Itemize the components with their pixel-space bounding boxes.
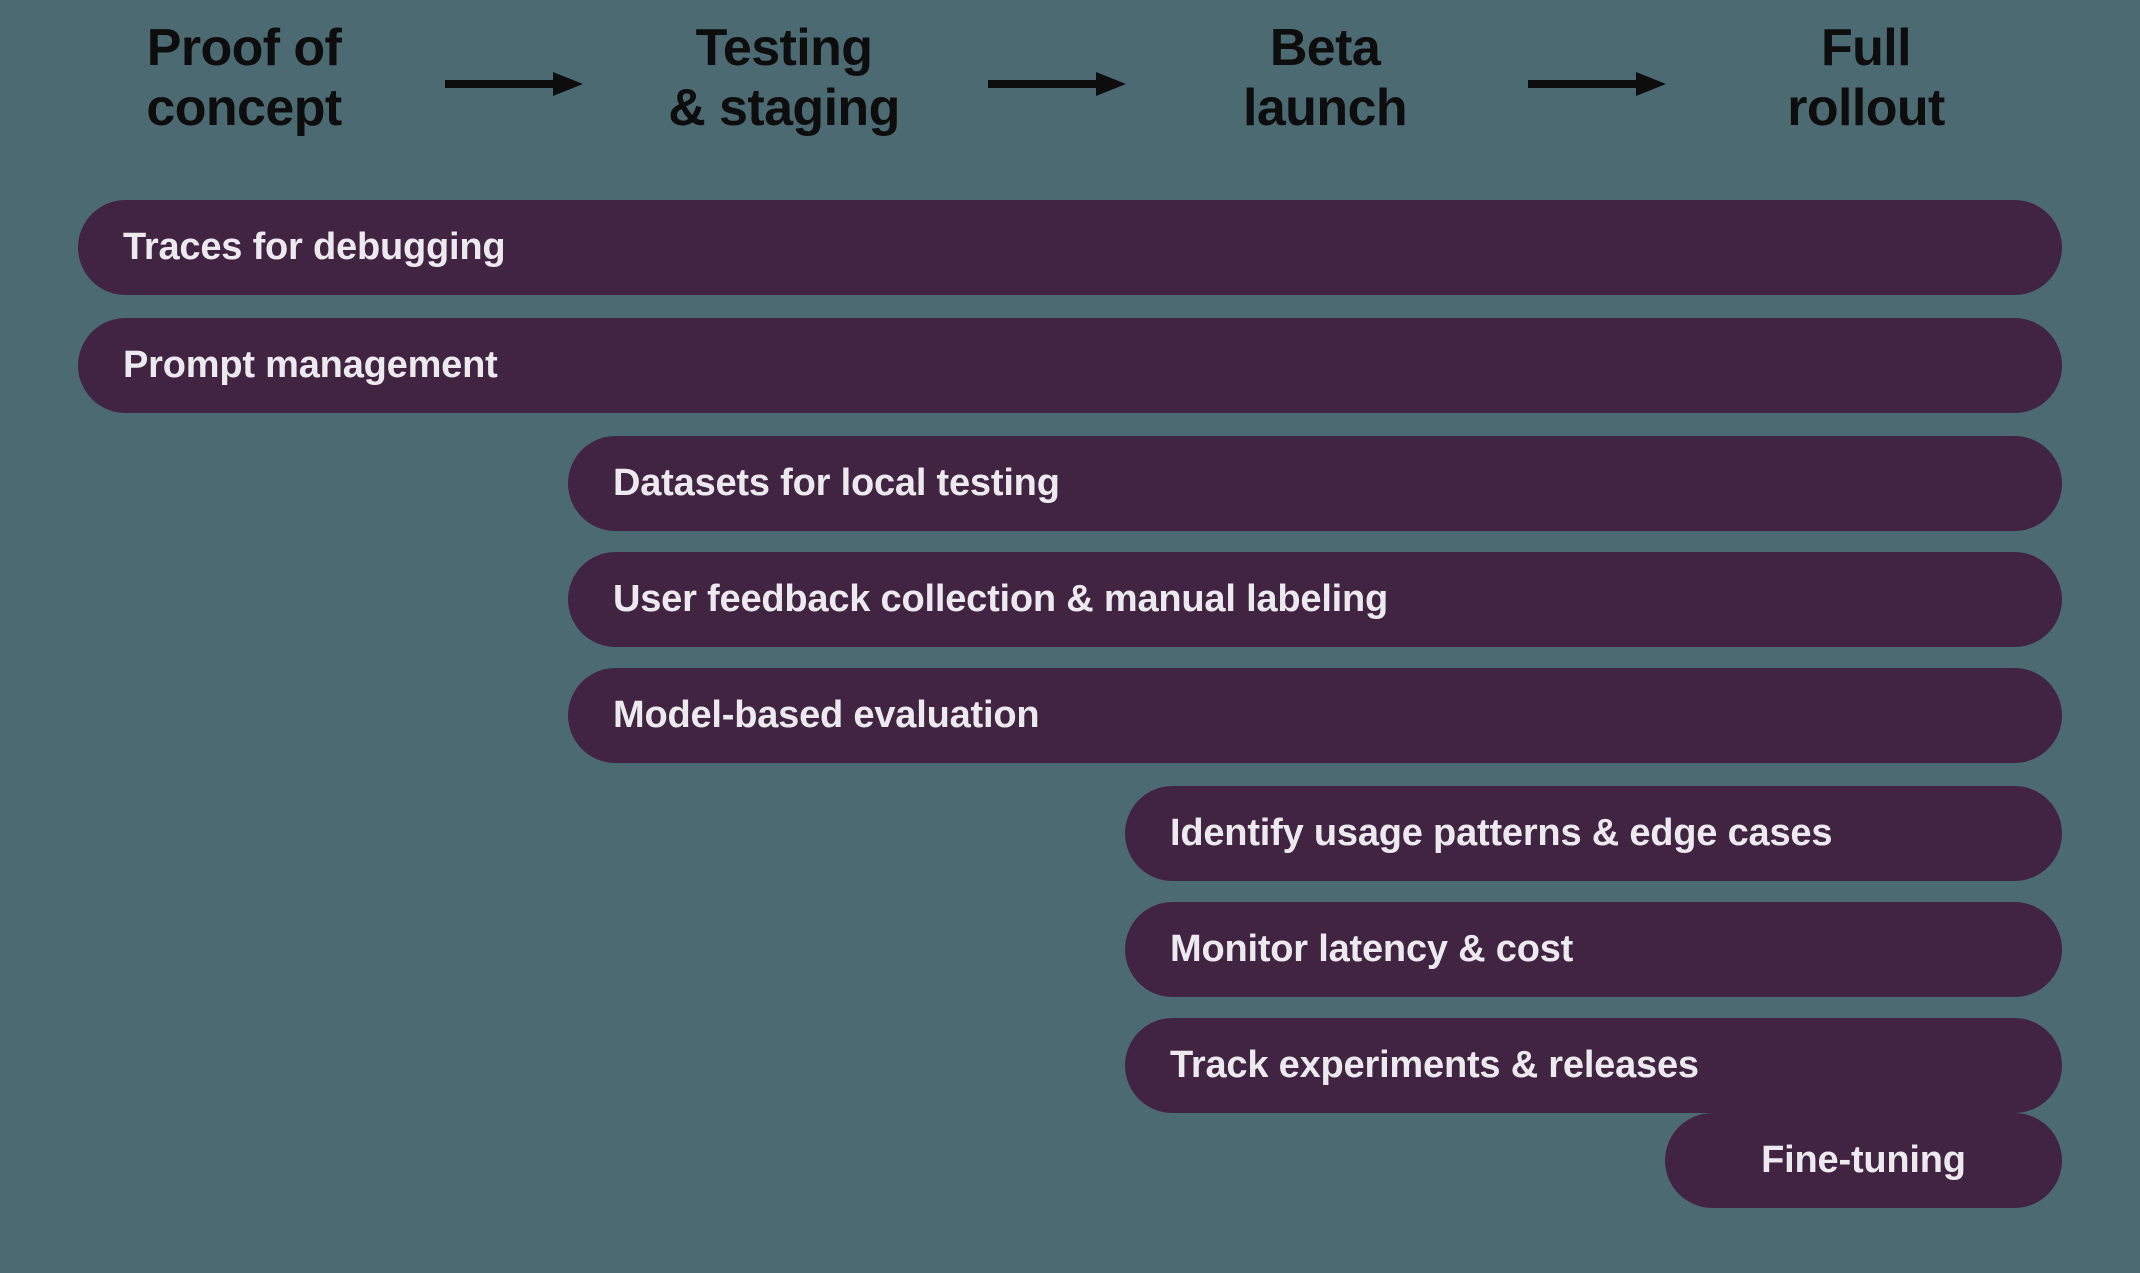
arrow-beta-to-rollout-icon	[1528, 72, 1666, 96]
phase-bar-label: Datasets for local testing	[613, 462, 1060, 504]
phase-bar-label: Identify usage patterns & edge cases	[1170, 812, 1833, 854]
phase-bar[interactable]: Fine-tuning	[1665, 1113, 2062, 1208]
stage-label-1: Proof of concept	[146, 19, 342, 138]
phase-bar[interactable]: Model-based evaluation	[568, 668, 2062, 763]
phase-bar[interactable]: Traces for debugging	[78, 200, 2062, 295]
phase-bar-label: Fine-tuning	[1761, 1139, 1966, 1181]
phase-bar[interactable]: Monitor latency & cost	[1125, 902, 2062, 997]
phase-bar-label: Traces for debugging	[123, 226, 506, 268]
phase-bar[interactable]: Prompt management	[78, 318, 2062, 413]
stage-label-3: Beta launch	[1243, 19, 1408, 138]
arrow-testing-to-beta-icon	[988, 72, 1126, 96]
phase-bar-label: Prompt management	[123, 344, 498, 386]
phase-bar[interactable]: User feedback collection & manual labeli…	[568, 552, 2062, 647]
phase-bar-label: User feedback collection & manual labeli…	[613, 578, 1389, 620]
phase-bar[interactable]: Track experiments & releases	[1125, 1018, 2062, 1113]
stage-header-row: Proof of concept Testing & staging Beta la…	[0, 0, 2140, 160]
stage-label-4: Full rollout	[1787, 19, 1945, 138]
phase-bar-label: Model-based evaluation	[613, 694, 1040, 736]
phase-bar[interactable]: Datasets for local testing	[568, 436, 2062, 531]
arrow-poc-to-testing-icon	[445, 72, 583, 96]
phase-bar[interactable]: Identify usage patterns & edge cases	[1125, 786, 2062, 881]
phase-bar-label: Monitor latency & cost	[1170, 928, 1574, 970]
stage-label-2: Testing & staging	[668, 19, 900, 138]
phase-bar-label: Track experiments & releases	[1170, 1044, 1699, 1086]
